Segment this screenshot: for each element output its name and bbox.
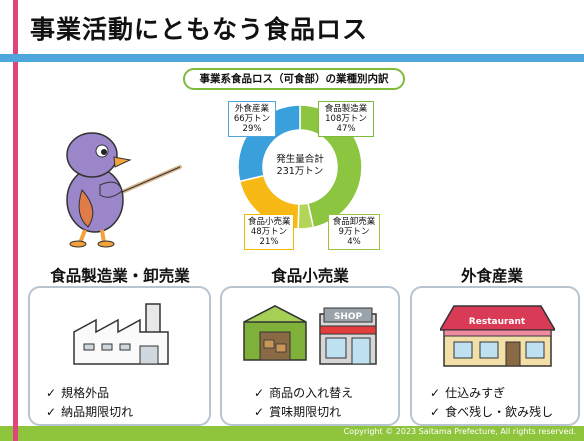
total-caption: 発生量合計 [276, 154, 324, 165]
check-icon: ✓ [254, 386, 265, 400]
copyright-text: Copyright © 2023 Saitama Prefecture, All… [343, 427, 576, 436]
callout-percent: 29% [242, 124, 262, 134]
donut-center-label: 発生量合計 231万トン [255, 154, 345, 178]
callout-percent: 4% [347, 237, 361, 247]
left-accent-bar [13, 0, 18, 441]
callout-seizo: 食品製造業 108万トン 47% [318, 101, 374, 137]
checklist-restaurant: ✓仕込みすぎ ✓食べ残し・飲み残し [430, 384, 553, 422]
card-restaurant: Restaurant ✓仕込みすぎ ✓食べ残し・飲み残し [410, 286, 580, 426]
footer-bar: Copyright © 2023 Saitama Prefecture, All… [0, 426, 584, 441]
check-icon: ✓ [254, 405, 265, 419]
list-item: ✓納品期限切れ [46, 405, 134, 419]
shop-sign-text: SHOP [334, 312, 363, 322]
category-title-manufacturing: 食品製造業・卸売業 [50, 267, 190, 285]
callout-amount: 108万トン [325, 114, 367, 124]
list-item: ✓賞味期限切れ [254, 405, 342, 419]
factory-icon [73, 303, 169, 365]
check-icon: ✓ [46, 386, 57, 400]
check-icon: ✓ [430, 405, 441, 419]
card-retail: SHOP ✓商品の入れ替え ✓賞味期限切れ [220, 286, 400, 426]
callout-gaishoku: 外食産業 66万トン 29% [228, 101, 276, 137]
bird-mascot-pointer-icon [66, 132, 182, 248]
callout-amount: 48万トン [250, 227, 288, 237]
checklist-manufacturing: ✓規格外品 ✓納品期限切れ [46, 384, 133, 422]
check-icon: ✓ [46, 405, 57, 419]
category-title-restaurant: 外食産業 [460, 267, 523, 285]
restaurant-sign-text: Restaurant [469, 317, 526, 327]
callout-percent: 47% [336, 124, 356, 134]
page-title: 事業活動にともなう食品ロス [30, 15, 369, 44]
list-item: ✓商品の入れ替え [254, 386, 354, 400]
callout-kouri: 食品小売業 48万トン 21% [244, 214, 294, 250]
callout-label: 食品製造業 [324, 104, 368, 114]
list-item: ✓食べ残し・飲み残し [430, 405, 554, 419]
title-underline-band [0, 54, 584, 62]
callout-amount: 66万トン [233, 114, 271, 124]
callout-label: 食品卸売業 [332, 217, 376, 227]
check-icon: ✓ [430, 386, 441, 400]
shop-icon: SHOP [319, 307, 377, 365]
checklist-retail: ✓商品の入れ替え ✓賞味期限切れ [254, 384, 353, 422]
list-item: ✓規格外品 [46, 386, 110, 400]
callout-percent: 21% [259, 237, 279, 247]
callout-amount: 9万トン [338, 227, 370, 237]
donut-slice [297, 202, 315, 230]
footer-pink-accent [13, 426, 18, 441]
restaurant-icon: Restaurant [440, 305, 555, 367]
chart-title: 事業系食品ロス（可食部）の業種別内訳 [183, 68, 405, 90]
callout-label: 食品小売業 [248, 217, 291, 227]
category-title-retail: 食品小売業 [271, 267, 349, 285]
callout-oroshi: 食品卸売業 9万トン 4% [328, 214, 380, 250]
callout-label: 外食産業 [234, 104, 269, 114]
total-value: 231万トン [276, 166, 324, 177]
warehouse-icon [243, 305, 307, 361]
card-manufacturing: ✓規格外品 ✓納品期限切れ [28, 286, 211, 426]
list-item: ✓仕込みすぎ [430, 386, 506, 400]
